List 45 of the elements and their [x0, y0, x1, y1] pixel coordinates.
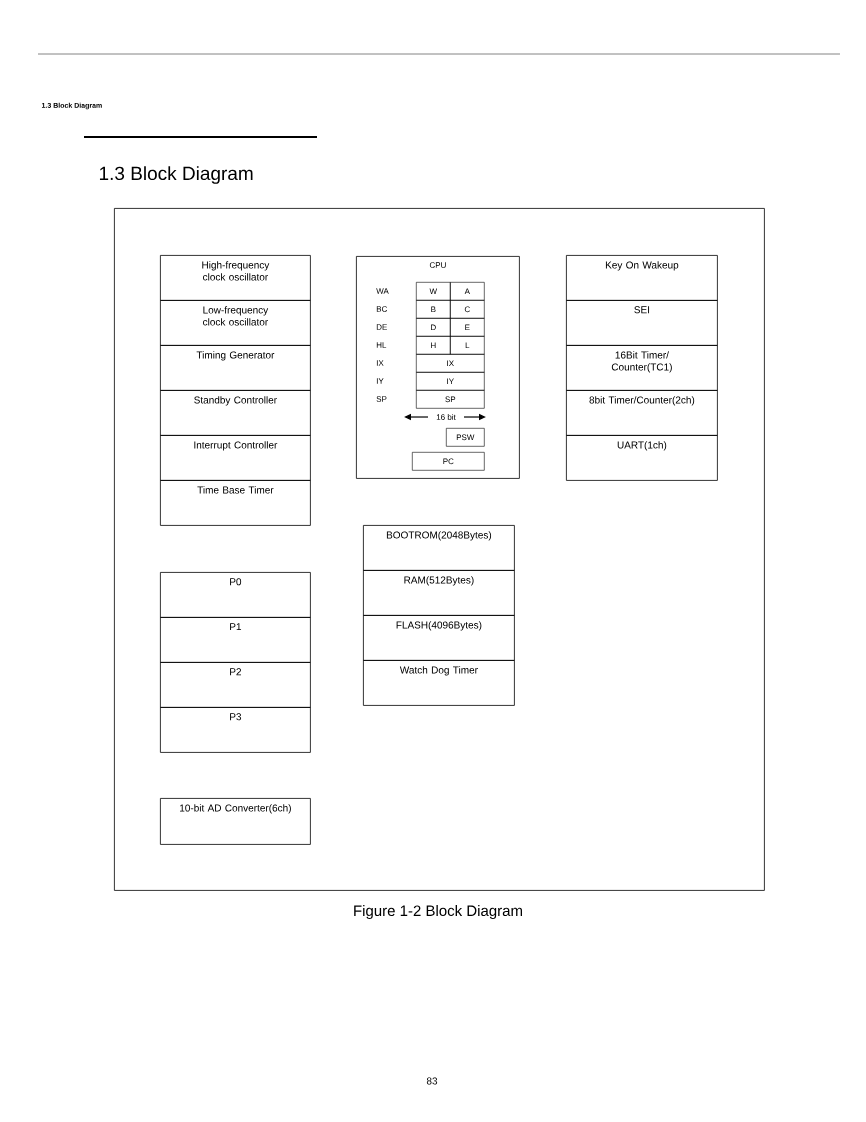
register-label: WA [376, 288, 389, 294]
register-label: HL [376, 342, 387, 348]
register-box: IX [416, 354, 485, 373]
figure-caption: Figure 1-2 Block Diagram [354, 905, 522, 919]
block-box: UART(1ch) [566, 435, 718, 481]
register-box: IY [416, 372, 485, 391]
diagram-frame [114, 208, 765, 891]
register-box: D [416, 318, 451, 337]
register-box: C [450, 300, 485, 319]
block-box: Timing Generator [160, 345, 311, 391]
section-title: 1.3 Block Diagram [100, 166, 253, 184]
block-box: FLASH(4096Bytes) [363, 615, 515, 661]
block-box: Low-frequency clock oscillator [160, 300, 311, 346]
register-box: L [450, 336, 485, 355]
block-box: 10-bit AD Converter(6ch) [160, 798, 311, 845]
register-label: BC [376, 306, 387, 312]
register-box: PSW [446, 428, 485, 447]
register-label: SP [376, 396, 387, 402]
block-box: RAM(512Bytes) [363, 570, 515, 616]
block-box: Watch Dog Timer [363, 660, 515, 706]
block-box: BOOTROM(2048Bytes) [363, 525, 515, 571]
block-box: High-frequency clock oscillator [160, 255, 311, 301]
block-box: SEI [566, 300, 718, 346]
page-number: 83 [426, 1077, 438, 1085]
block-box: P1 [160, 617, 311, 663]
block-box: P2 [160, 662, 311, 708]
register-box: SP [416, 390, 485, 409]
register-box: E [450, 318, 485, 337]
block-box: Time Base Timer [160, 480, 311, 526]
block-box: Standby Controller [160, 390, 311, 436]
register-box: W [416, 282, 451, 301]
block-box: Key On Wakeup [566, 255, 718, 301]
register-box: A [450, 282, 485, 301]
register-box: B [416, 300, 451, 319]
register-box: H [416, 336, 451, 355]
block-box: 16Bit Timer/ Counter(TC1) [566, 345, 718, 391]
dimension-label: 16 bit [436, 414, 456, 420]
register-label: DE [376, 324, 387, 330]
block-box: 8bit Timer/Counter(2ch) [566, 390, 718, 436]
block-box: P3 [160, 707, 311, 753]
register-label: IX [376, 360, 384, 366]
block-box: Interrupt Controller [160, 435, 311, 481]
register-label: IY [376, 378, 384, 384]
register-box: PC [412, 452, 485, 471]
block-box: P0 [160, 572, 311, 618]
